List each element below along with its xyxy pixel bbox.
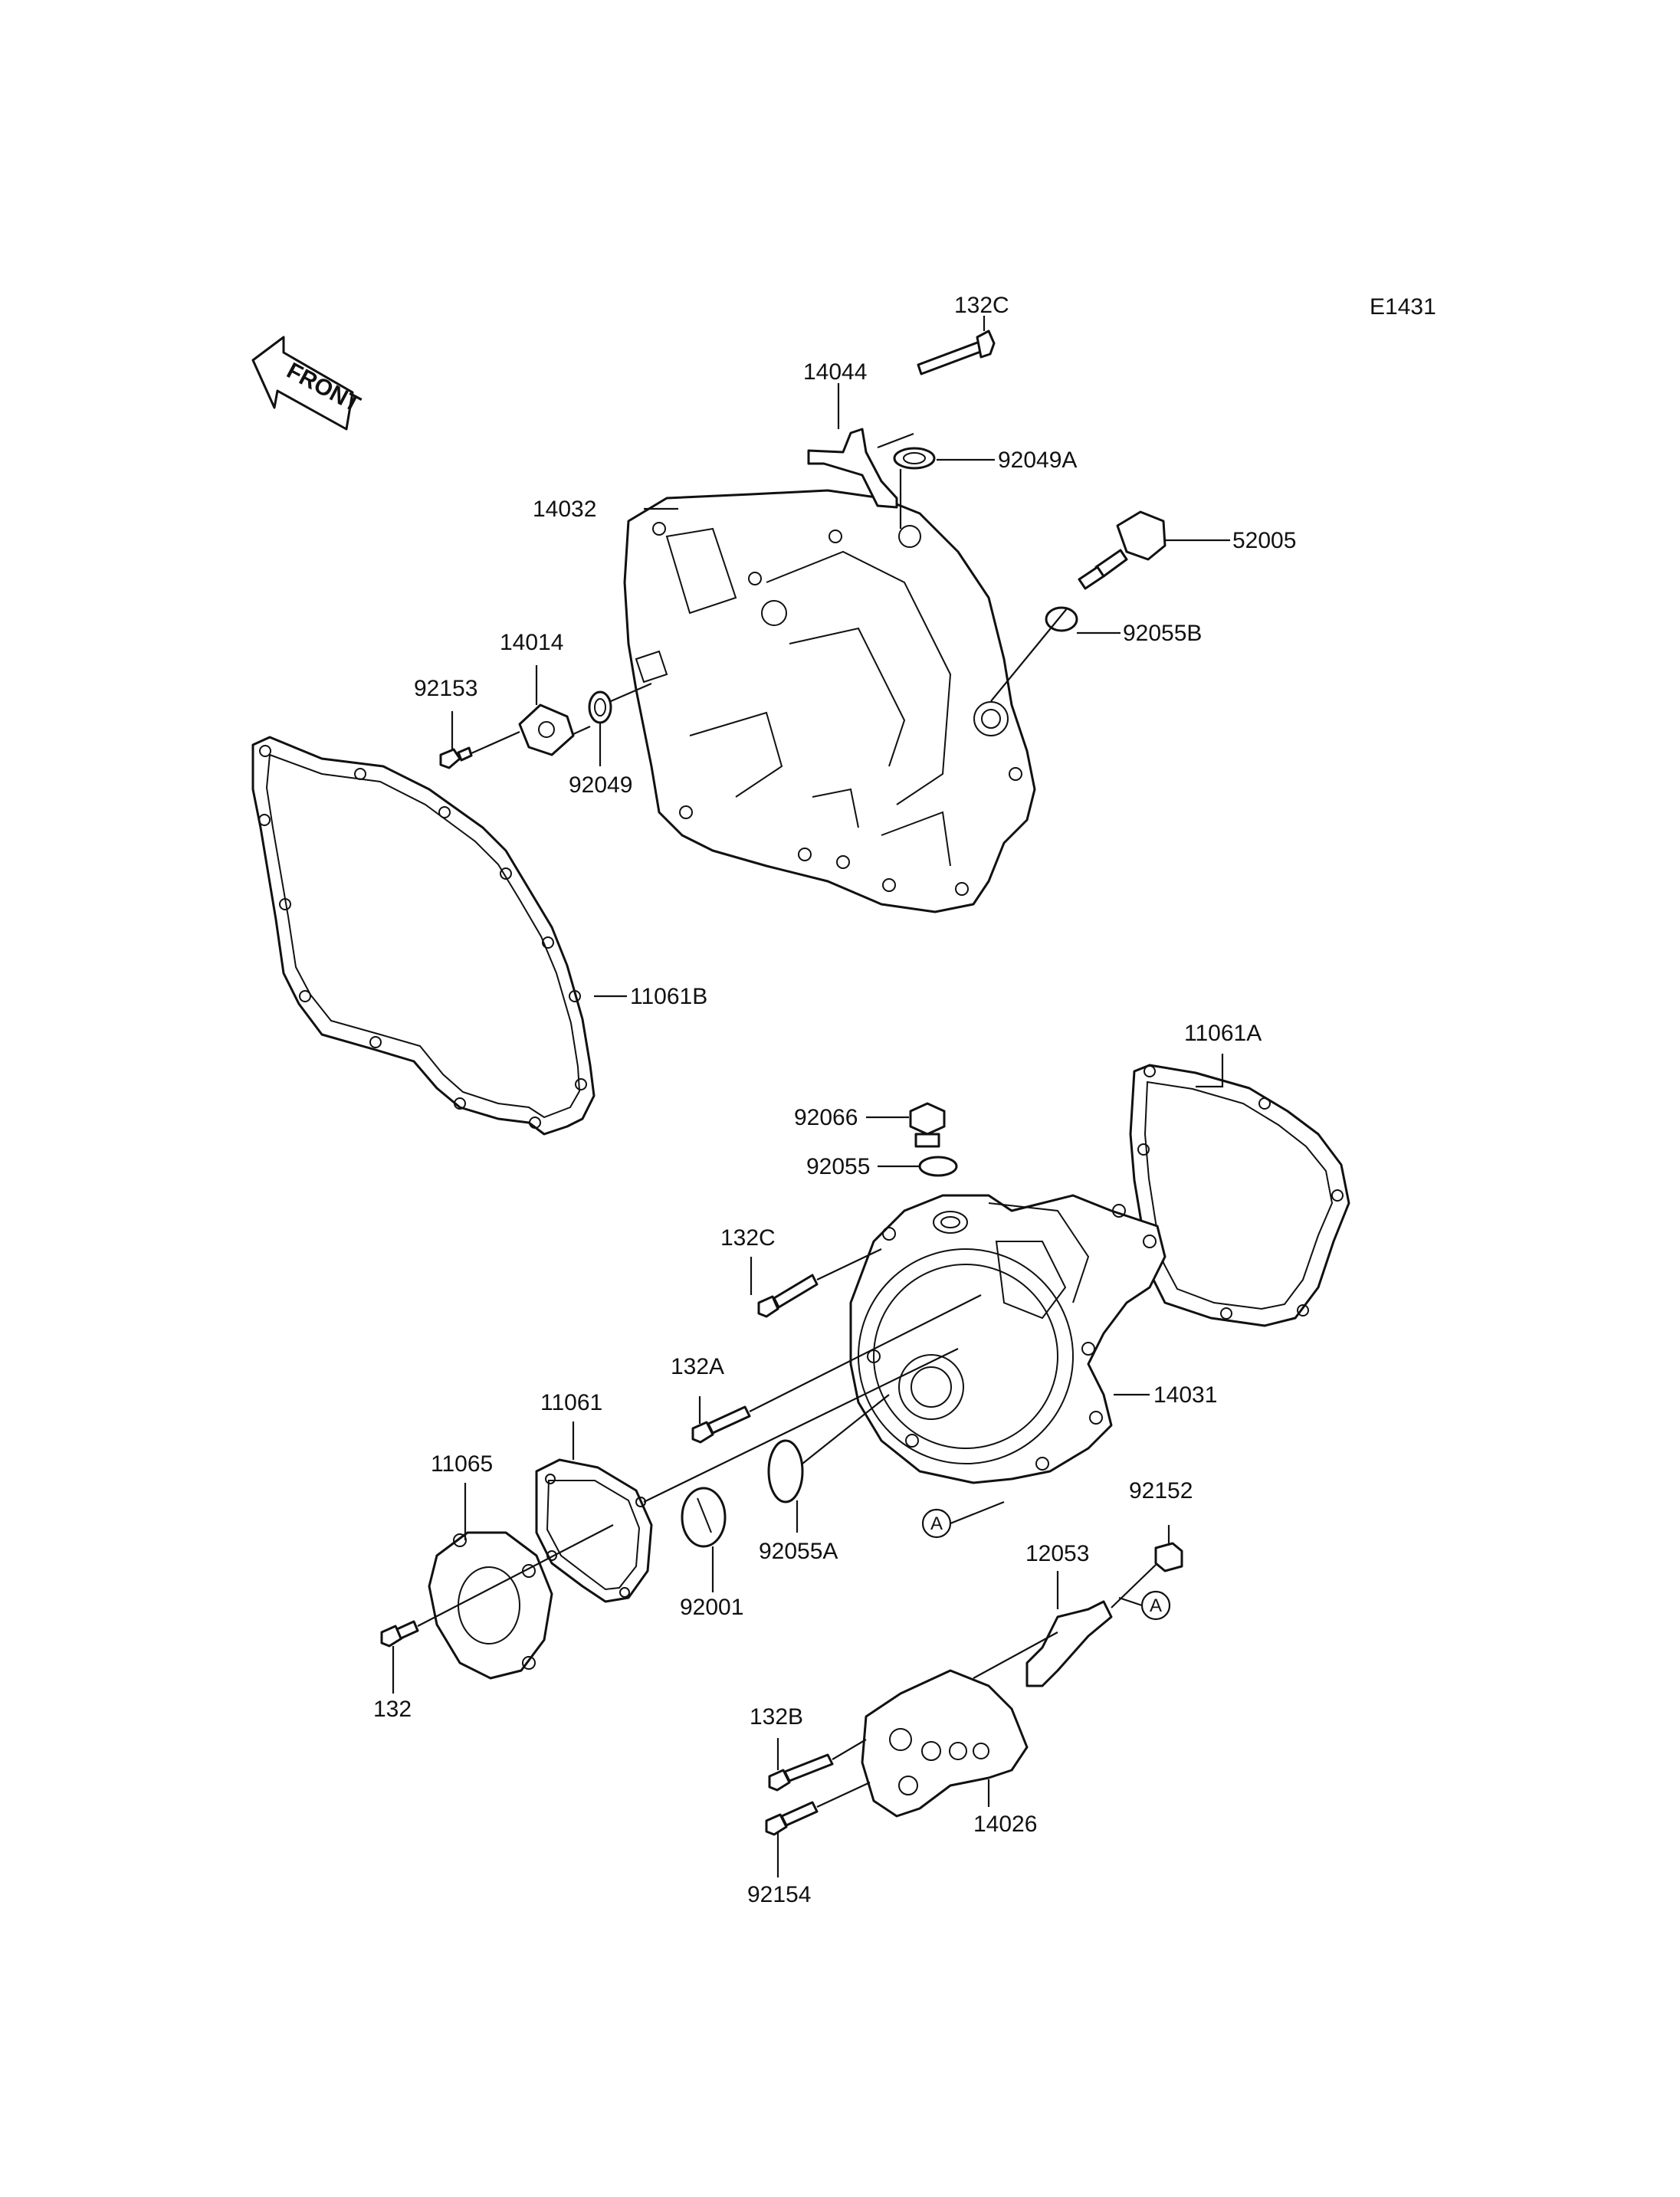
bolt-92153 (439, 746, 473, 769)
callout-11061: 11061 (540, 1390, 602, 1415)
o-ring-92055 (918, 1156, 958, 1177)
gasket-11061A (1129, 1064, 1350, 1327)
callout-92154: 92154 (747, 1882, 811, 1907)
oil-seal-92049A (893, 447, 936, 470)
dipstick-cap-52005 (1078, 510, 1166, 590)
callout-14014: 14014 (500, 630, 563, 655)
bolt-132A (691, 1405, 751, 1444)
callout-132: 132 (373, 1697, 412, 1722)
gasket-11061B (251, 736, 596, 1136)
callout-92055A: 92055A (759, 1539, 838, 1564)
bolt-132C-top (917, 330, 996, 375)
callout-11061B: 11061B (630, 984, 707, 1009)
callout-132C-top: 132C (954, 293, 1009, 318)
bolt-92154 (765, 1801, 819, 1836)
callout-92001: 92001 (680, 1595, 743, 1620)
callout-14032: 14032 (533, 497, 596, 522)
o-ring-92055A (767, 1439, 804, 1503)
callout-14031: 14031 (1153, 1382, 1217, 1408)
collar-92152 (1154, 1542, 1183, 1572)
reference-marker-a-1-label: A (930, 1513, 943, 1534)
callout-14026: 14026 (973, 1812, 1037, 1837)
callout-11065: 11065 (431, 1451, 493, 1477)
reference-marker-a-2-label: A (1150, 1595, 1162, 1616)
callout-132C-mid: 132C (720, 1225, 776, 1251)
bracket-12053 (1025, 1600, 1113, 1687)
callout-92153: 92153 (414, 676, 477, 701)
bolt-132C-mid (757, 1274, 819, 1318)
callout-12053: 12053 (1025, 1541, 1089, 1566)
generator-cover-14031 (849, 1194, 1166, 1484)
callout-132B: 132B (750, 1704, 803, 1730)
callout-92049: 92049 (569, 772, 632, 798)
callout-132A: 132A (671, 1354, 724, 1379)
callout-92055: 92055 (806, 1154, 870, 1179)
callout-92066: 92066 (794, 1105, 858, 1130)
cover-11065 (428, 1531, 553, 1680)
callout-92152: 92152 (1129, 1478, 1193, 1503)
bracket-14044 (807, 428, 898, 509)
callout-92049A: 92049A (998, 448, 1077, 473)
plug-92066 (909, 1102, 946, 1148)
diagram-code: E1431 (1370, 294, 1436, 320)
leader-lines (392, 316, 1230, 1877)
callout-92055B: 92055B (1123, 621, 1202, 646)
oil-seal-92049 (588, 690, 612, 724)
gasket-11061 (535, 1458, 653, 1603)
bolt-132B (768, 1753, 834, 1792)
clutch-cover-14032 (623, 489, 1036, 913)
guard-14026 (861, 1669, 1029, 1818)
front-arrow-icon: FRONT (251, 336, 364, 431)
plug-92001 (681, 1487, 727, 1548)
callout-11061A: 11061A (1184, 1021, 1262, 1046)
callout-14044: 14044 (803, 359, 867, 385)
alignment-lines (417, 432, 1157, 1808)
bolt-132 (380, 1620, 419, 1648)
callout-52005: 52005 (1232, 528, 1296, 553)
plate-14014 (518, 703, 575, 756)
